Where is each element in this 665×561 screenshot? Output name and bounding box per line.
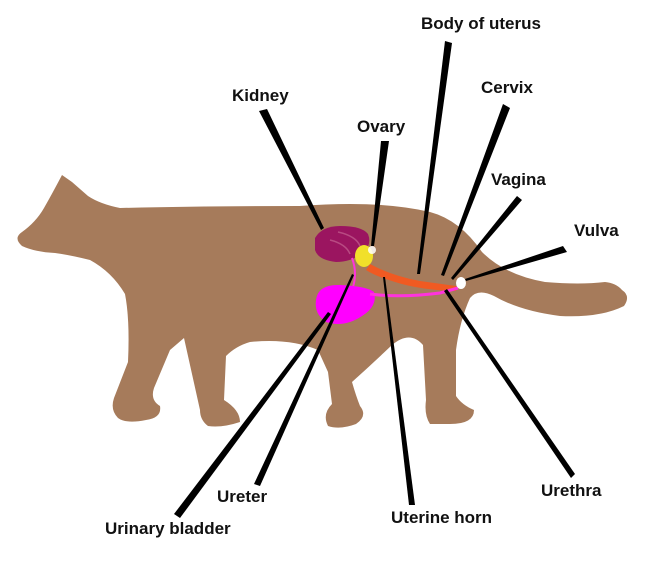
label-vagina: Vagina <box>491 170 546 189</box>
leader-line-uterine-horn <box>383 277 415 505</box>
leader-line-cervix <box>441 104 510 276</box>
leader-line-ureter <box>254 274 354 486</box>
vulva-shape <box>456 277 466 289</box>
kidney-detail <box>329 231 361 255</box>
leader-lines <box>174 41 575 518</box>
label-body-of-uterus: Body of uterus <box>421 14 541 33</box>
urethra-shape <box>369 286 459 298</box>
leader-line-ovary <box>371 141 389 246</box>
label-ovary: Ovary <box>357 117 406 136</box>
leader-line-kidney <box>259 109 324 230</box>
label-ureter: Ureter <box>217 487 268 506</box>
leader-line-vulva <box>465 246 567 281</box>
ovary-follicle <box>368 246 376 254</box>
label-urethra: Urethra <box>541 481 602 500</box>
leader-line-urinary-bladder <box>174 312 331 518</box>
label-uterine-horn: Uterine horn <box>391 508 493 527</box>
leader-line-body-of-uterus <box>417 41 452 274</box>
uterus-shape <box>366 264 456 291</box>
leader-line-vagina <box>451 196 522 280</box>
leader-line-urethra <box>444 289 575 478</box>
label-kidney: Kidney <box>232 86 289 105</box>
label-vulva: Vulva <box>574 221 619 240</box>
label-urinary-bladder: Urinary bladder <box>105 519 231 538</box>
label-cervix: Cervix <box>481 78 533 97</box>
